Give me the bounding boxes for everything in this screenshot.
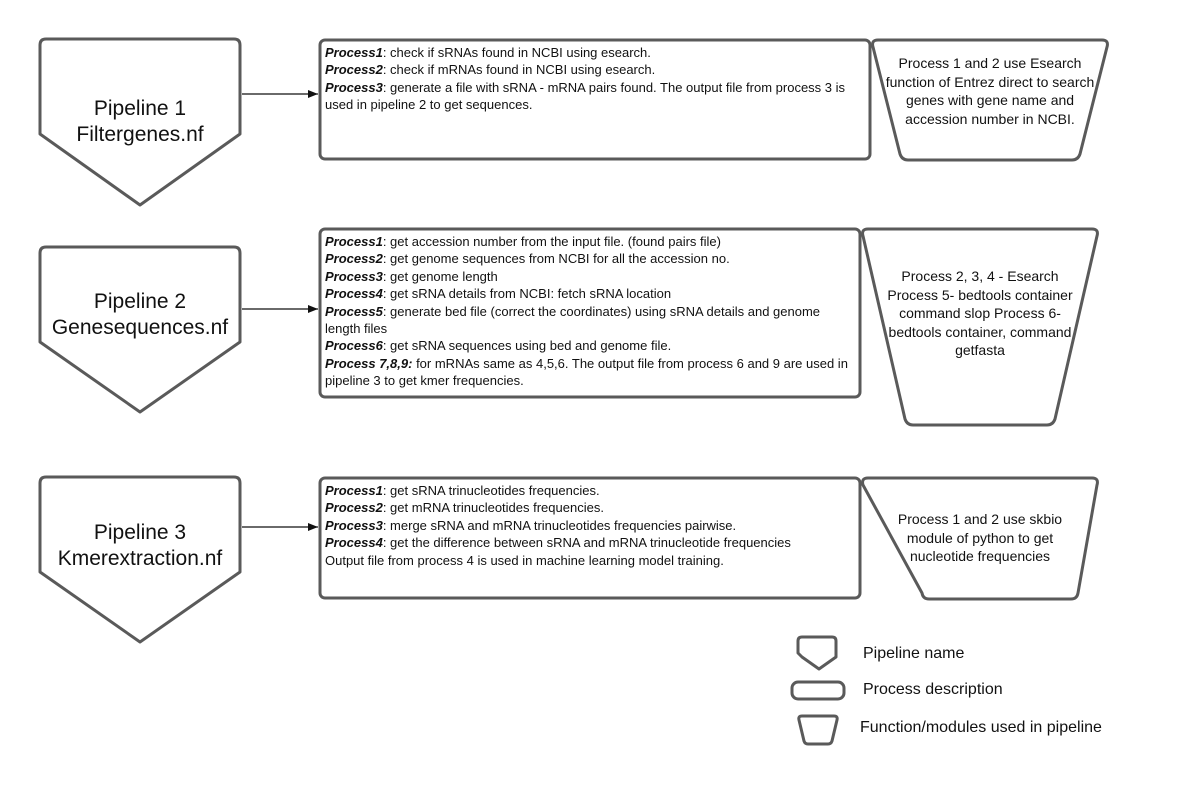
- pipeline-3-shape: [38, 475, 242, 644]
- legend-process-icon: [790, 680, 846, 701]
- pipeline-3-file: Kmerextraction.nf: [57, 547, 223, 570]
- pipeline-2-file: Genesequences.nf: [51, 316, 229, 339]
- function-note-2: Process 2, 3, 4 - Esearch Process 5- bed…: [887, 268, 1073, 358]
- process-item: Process1: check if sRNAs found in NCBI u…: [325, 45, 651, 60]
- legend-pipeline-icon: [796, 635, 838, 671]
- process-item: Process5: generate bed file (correct the…: [325, 303, 821, 337]
- process-item: Process2: check if mRNAs found in NCBI u…: [325, 62, 656, 78]
- legend-pipeline-label: Pipeline name: [863, 645, 965, 662]
- process-box-3: Process1: get sRNA trinucleotides freque…: [320, 480, 860, 571]
- process-box-3-shape: [318, 476, 862, 600]
- pipeline-2-label: Pipeline 2 Genesequences.nf: [40, 289, 240, 341]
- function-note-3: Process 1 and 2 use skbio module of pyth…: [897, 511, 1063, 564]
- pipeline-1-label: Pipeline 1 Filtergenes.nf: [50, 96, 230, 148]
- process-item: Process4: get sRNA details from NCBI: fe…: [325, 286, 672, 302]
- process-box-2: Process1: get accession number from the …: [320, 231, 860, 392]
- pipeline-3-label: Pipeline 3 Kmerextraction.nf: [40, 520, 240, 572]
- process-box-1: Process1: check if sRNAs found in NCBI u…: [320, 42, 870, 116]
- pipeline-2-title: Pipeline 2: [93, 290, 187, 313]
- process-box-1-shape: [318, 38, 872, 161]
- process-item: Process4: get the difference between sRN…: [325, 535, 791, 551]
- process-item: Process3: generate a file with sRNA - mR…: [325, 79, 846, 113]
- function-3-shape: [861, 476, 1099, 601]
- pipeline-1-title: Pipeline 1: [93, 97, 187, 120]
- process-item: Process1: get sRNA trinucleotides freque…: [325, 483, 600, 498]
- legend-function-icon: [797, 714, 839, 746]
- function-note-1: Process 1 and 2 use Esearch function of …: [885, 55, 1095, 127]
- legend-function-label: Function/modules used in pipeline: [860, 719, 1102, 736]
- process-item: Output file from process 4 is used in ma…: [325, 552, 724, 568]
- pipeline-1-file: Filtergenes.nf: [76, 123, 204, 146]
- pipeline-3-title: Pipeline 3: [93, 521, 187, 544]
- legend-process-label: Process description: [863, 681, 1003, 698]
- process-box-2-shape: [318, 227, 862, 399]
- process-item: Process6: get sRNA sequences using bed a…: [325, 338, 672, 354]
- pipeline-1-shape: [38, 37, 242, 207]
- pipeline-2-shape: [38, 245, 242, 414]
- process-item: Process1: get accession number from the …: [325, 234, 721, 249]
- process-item: Process 7,8,9: for mRNAs same as 4,5,6. …: [325, 355, 848, 389]
- process-item: Process3: get genome length: [325, 268, 498, 284]
- process-item: Process2: get mRNA trinucleotides freque…: [325, 500, 604, 516]
- function-1-shape: [871, 38, 1109, 162]
- function-2-shape: [861, 227, 1099, 427]
- process-item: Process3: merge sRNA and mRNA trinucleot…: [325, 517, 737, 533]
- process-item: Process2: get genome sequences from NCBI…: [325, 251, 730, 267]
